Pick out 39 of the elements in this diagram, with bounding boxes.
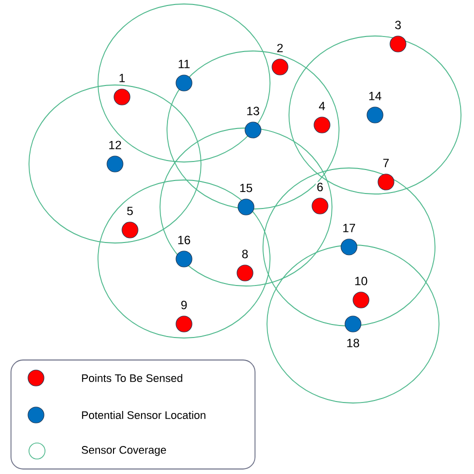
point-marker: [272, 58, 288, 76]
point-marker: [378, 174, 394, 190]
marker-number: 11: [176, 58, 192, 70]
sensor-marker: [176, 74, 192, 92]
marker-number: 13: [245, 106, 261, 116]
legend-text: Points To Be Sensed: [82, 374, 182, 382]
marker-number: 15: [238, 182, 254, 194]
point-marker: [122, 222, 138, 238]
marker-number: 16: [176, 234, 192, 246]
sensor-marker: [176, 250, 192, 268]
marker-number: 7: [382, 158, 390, 168]
marker-number: 14: [367, 90, 383, 102]
marker-number: 4: [318, 100, 326, 112]
marker-number: 2: [276, 42, 284, 54]
marker-number: 3: [394, 20, 402, 30]
point-marker: [314, 116, 330, 134]
sensor-marker: [366, 106, 384, 124]
point-marker: [176, 316, 192, 332]
marker-number: 18: [345, 338, 361, 348]
point-marker: [352, 292, 370, 308]
sensor-marker: [244, 122, 262, 138]
marker-number: 17: [341, 222, 357, 234]
marker-number: 6: [316, 182, 324, 192]
point-marker: [114, 88, 130, 106]
point-marker: [236, 264, 254, 282]
sensor-marker: [238, 198, 254, 216]
marker-number: 5: [126, 206, 134, 216]
marker-number: 9: [180, 300, 188, 310]
sensor-marker: [344, 316, 362, 332]
sensor-marker: [340, 238, 358, 256]
marker-number: 10: [353, 276, 369, 286]
marker-number: 12: [107, 140, 123, 150]
point-marker: [390, 36, 406, 52]
point-marker: [312, 198, 328, 214]
marker-number: 1: [118, 72, 126, 84]
legend-text: Sensor Coverage: [82, 446, 166, 456]
legend-text: Potential Sensor Location: [82, 410, 206, 420]
sensor-marker: [106, 156, 124, 172]
marker-number: 8: [240, 248, 250, 260]
